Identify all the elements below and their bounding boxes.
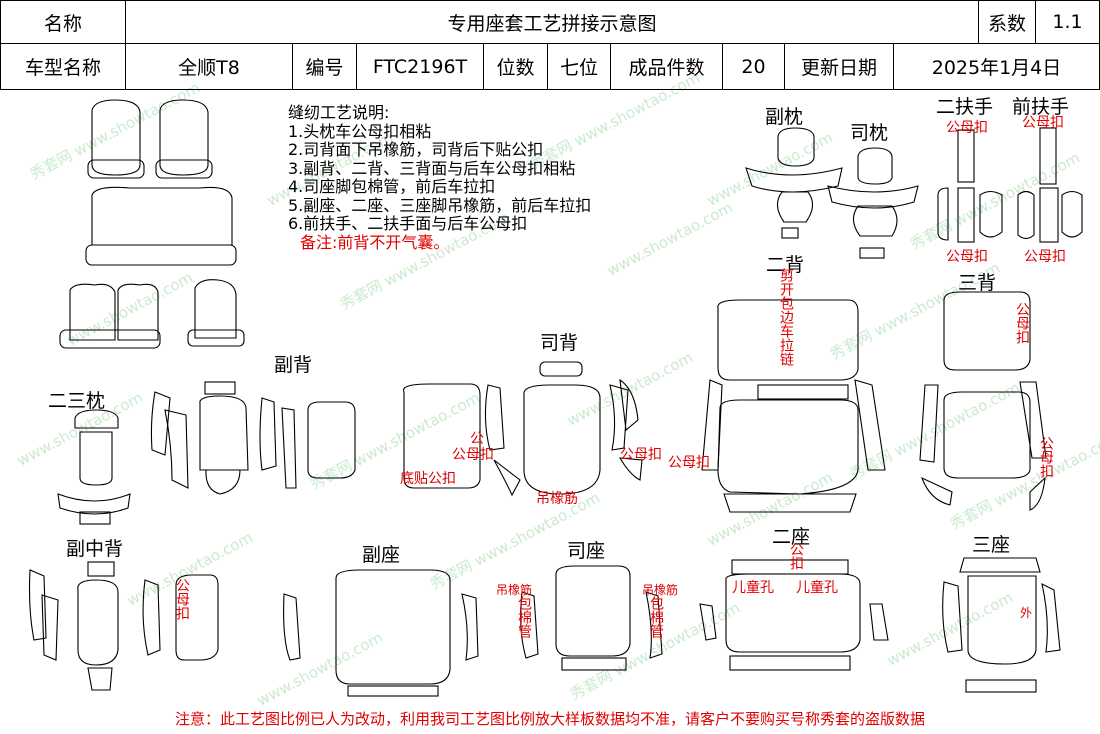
headrest-fu-pieces	[745, 127, 843, 239]
annot-gong-kou: 公扣	[788, 542, 804, 570]
footer-warning: 注意：此工艺图比例已人为改动，利用我司工艺图比例放大样板数据均不准，请客户不要购…	[174, 710, 925, 728]
seat-overview-icon	[59, 99, 245, 349]
label-si-bei: 司背	[540, 332, 579, 354]
label-er-zuo: 二座	[772, 526, 811, 548]
rear-headrest-pieces	[57, 409, 131, 525]
label-fu-bei: 副背	[274, 354, 313, 376]
annot-zipper: 剪开包边车拉链	[778, 268, 794, 366]
annot-elastic: 吊橡筋	[642, 583, 679, 597]
label-er-bei: 二背	[766, 254, 805, 276]
annot-gongmukou: 公母扣	[946, 249, 988, 265]
label-qian-fushou: 前扶手	[1012, 96, 1070, 118]
label-fu-zhong-bei: 副中背	[66, 538, 124, 560]
annot-gongmukou: 公母扣	[620, 447, 662, 463]
label-san-bei: 三背	[958, 272, 997, 294]
annot-di-tie-gong-kou: 底贴公扣	[400, 471, 456, 487]
passenger-back-pieces	[150, 381, 356, 495]
annot-cotton-tube: 包棉管	[516, 596, 532, 638]
annot-gongmukou: 公母扣	[1038, 436, 1054, 478]
label-si-zhen: 司枕	[850, 122, 889, 144]
notes-remark: 备注:前背不开气囊。	[300, 232, 450, 252]
annot-gongmukou: 公母扣	[668, 455, 710, 471]
annot-gongmukou: 公母扣	[1024, 249, 1066, 265]
note-item: 1.头枕车公母扣相粘	[288, 121, 432, 141]
label-er-fushou: 二扶手	[936, 96, 994, 118]
third-row-seat-pieces	[942, 557, 1061, 693]
annot-child-hole: 儿童孔	[796, 580, 838, 596]
annot-cotton-tube: 包棉管	[648, 596, 664, 638]
annot-outside: 外	[1020, 606, 1033, 620]
note-item: 5.副座、二座、三座脚吊橡筋，前后车拉扣	[288, 195, 592, 215]
second-row-seat-pieces	[699, 559, 889, 671]
annot-elastic: 吊橡筋	[536, 491, 578, 507]
annot-gongmukou: 公母扣	[1014, 302, 1030, 344]
third-back-pieces	[919, 291, 1047, 511]
driver-back-pieces	[402, 361, 643, 497]
note-item: 4.司座脚包棉管，前后车拉扣	[288, 177, 496, 196]
armrest-pieces	[937, 127, 1083, 243]
annot-child-hole: 儿童孔	[732, 580, 774, 596]
label-san-zuo: 三座	[972, 534, 1011, 556]
note-item: 2.司背面下吊橡筋，司背后下贴公扣	[288, 140, 544, 159]
sewing-notes: 缝纫工艺说明: 1.头枕车公母扣相粘 2.司背面下吊橡筋，司背后下贴公扣 3.副…	[288, 103, 592, 252]
note-item: 3.副背、二背、三背面与后车公母扣相粘	[288, 158, 576, 178]
label-fu-zuo: 副座	[362, 544, 401, 566]
label-fu-zhen: 副枕	[765, 106, 804, 128]
annot-elastic: 吊橡筋	[496, 583, 533, 597]
note-item: 6.前扶手、二扶手面与后车公母扣	[288, 214, 528, 233]
annot-gong: 公	[470, 431, 484, 447]
notes-title: 缝纫工艺说明:	[288, 103, 390, 122]
passenger-middle-back-pieces	[28, 561, 219, 691]
headrest-si-pieces	[827, 147, 919, 259]
annot-gongmukou: 公母扣	[946, 120, 988, 136]
label-er-san-zhen: 二三枕	[48, 390, 106, 412]
driver-seat-pieces	[520, 565, 663, 671]
label-si-zuo: 司座	[567, 540, 606, 562]
passenger-seat-pieces	[283, 569, 479, 697]
second-back-pieces	[701, 299, 886, 513]
annot-gongmukou: 公母扣	[452, 447, 494, 463]
annot-gongmukou: 公母扣	[1022, 115, 1064, 131]
annot-gongmukou: 公母扣	[174, 578, 190, 620]
